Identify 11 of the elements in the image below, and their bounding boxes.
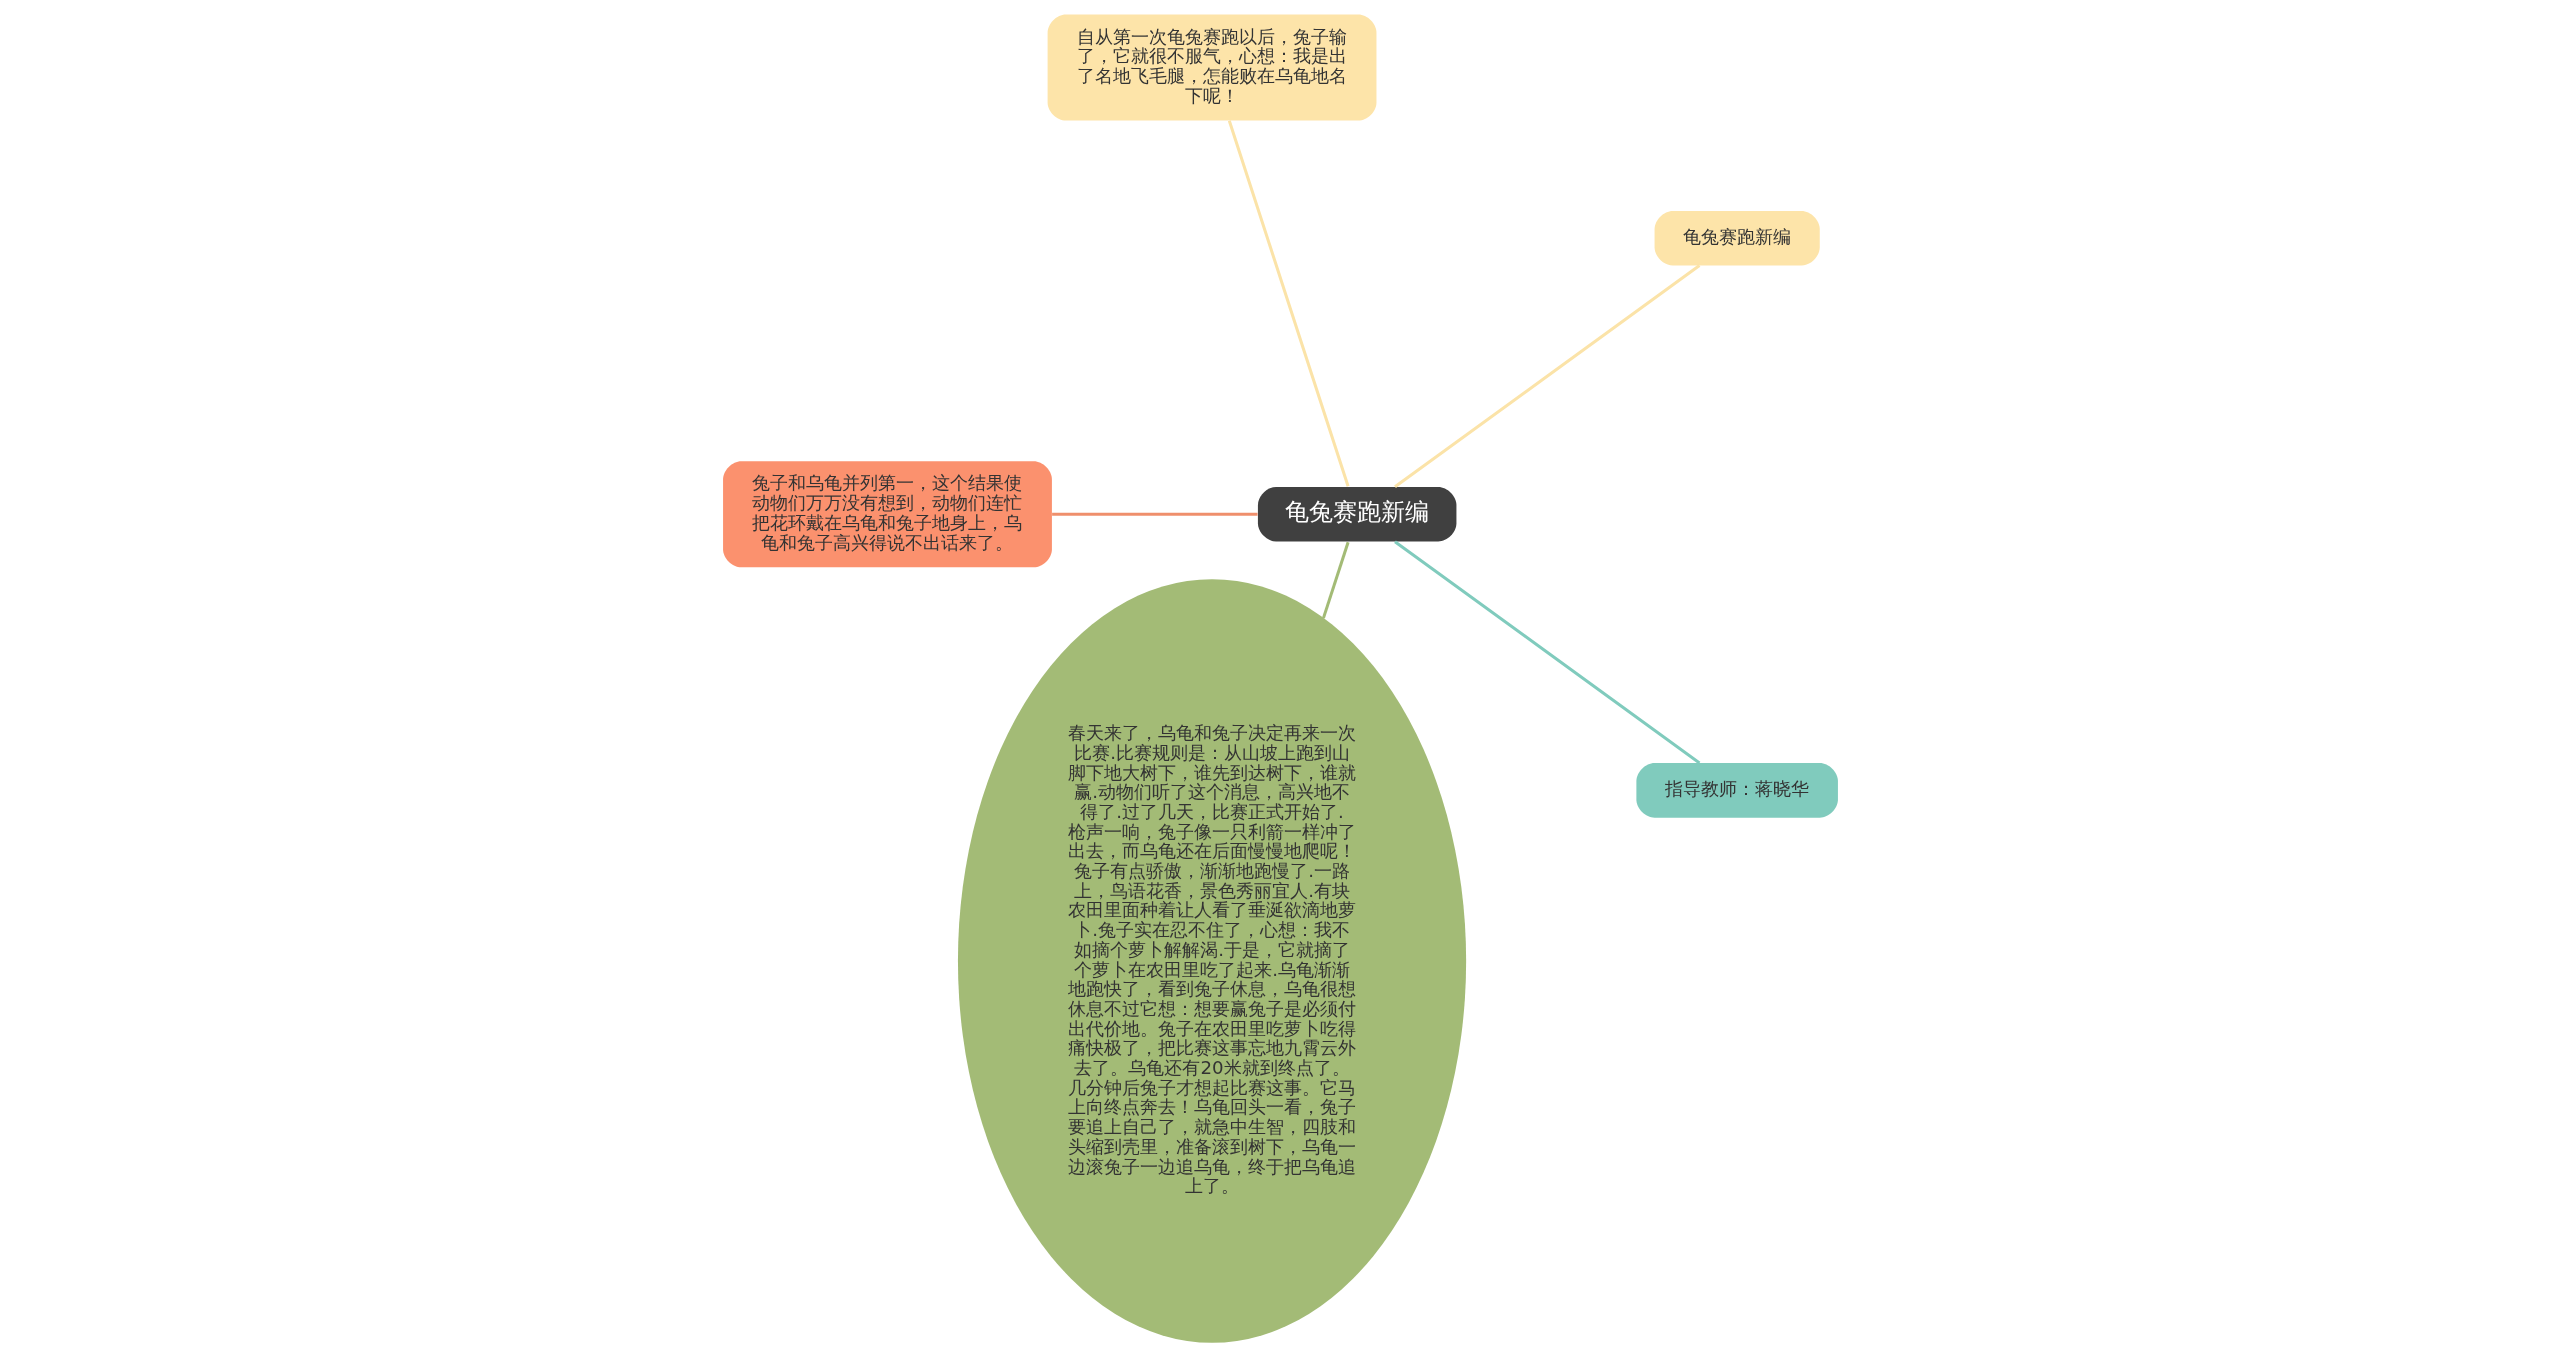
node-ellipse: 春天来了，乌龟和兔子决定再来一次比赛.比赛规则是：从山坡上跑到山脚下地大树下，谁先到达树下，谁就赢.动物们听了这个消息，高兴地不得了.过了几天，比赛正式开始了.枪声一响，兔子像一只利箭一样冲了出去，而乌龟还在后面慢慢地爬呢！兔子有点骄傲，渐渐地跑慢了.一路上，鸟语花香，景色秀丽宜人.有块农田里面种着让人看了垂涎欲滴地萝卜.兔子实在忍不住了，心想：我不如摘个萝卜解解渴.于是，它就摘了个萝卜在农田里吃了起来.乌龟渐渐地跑快了，看到兔子休息，乌龟很想休息不过它想：想要赢兔子是必须付出代价地。兔子在农田里吃萝卜吃得痛快极了，把比赛这事忘地九霄云外去了。乌龟还有20米就到终点了。几分钟后兔子才想起比赛这事。它马上向终点奔去！乌龟回头一看，兔子要追上自己了，就急中生智，四肢和头缩到壳里，准备滚到树下，乌龟一边滚兔子一边追乌龟，终于把乌龟追上了。 [957,579,1466,1343]
connector [1227,120,1350,487]
connector [1321,541,1350,619]
node-box: 指导教师：蒋晓华 [1635,763,1838,818]
connector [1393,264,1700,489]
node-box: 兔子和乌龟并列第一，这个结果使动物们万万没有想到，动物们连忙把花环戴在乌龟和兔子地身上，乌龟和兔子高兴得说不出话来了。 [722,461,1052,568]
node-box: 龟兔赛跑新编 [1654,210,1820,266]
node-box: 自从第一次龟兔赛跑以后，兔子输了，它就很不服气，心想：我是出了名地飞毛腿，怎能败在乌龟地名下呢！ [1047,14,1376,121]
connector [1051,512,1258,516]
connector [1393,540,1700,765]
node-box: 龟兔赛跑新编 [1257,487,1456,542]
